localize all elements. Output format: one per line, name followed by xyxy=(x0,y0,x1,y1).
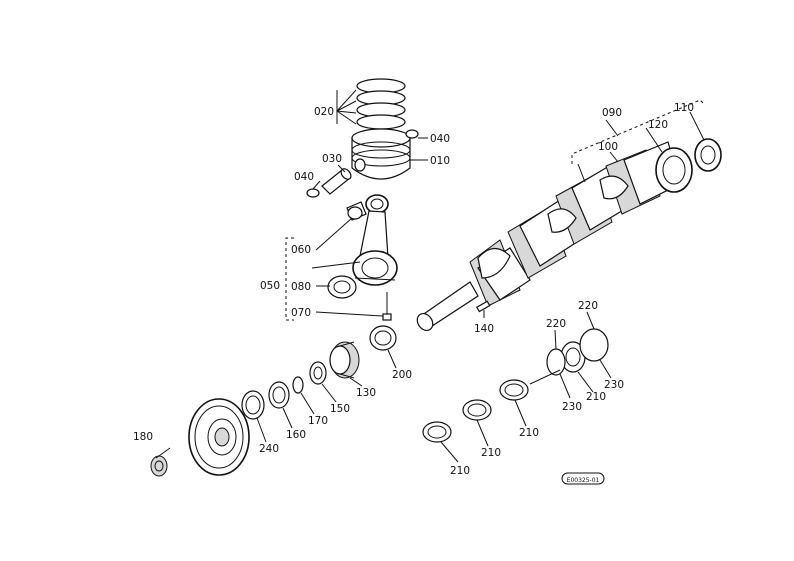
callout-220-left: 220 xyxy=(546,318,566,330)
main-bearing-2 xyxy=(462,399,492,421)
callout-230-left: 230 xyxy=(562,401,582,413)
crankshaft-key xyxy=(475,300,491,313)
pulley-nut xyxy=(150,455,168,477)
o-ring-170 xyxy=(292,376,304,394)
main-bearing-3 xyxy=(499,379,529,401)
callout-230-right: 230 xyxy=(604,379,624,391)
callout-240: 240 xyxy=(259,443,279,455)
callout-130: 130 xyxy=(356,387,376,399)
callout-090: 090 xyxy=(602,107,622,119)
oil-seal xyxy=(694,138,722,172)
connecting-rod xyxy=(352,194,398,286)
callout-200: 200 xyxy=(392,369,412,381)
callout-180: 180 xyxy=(133,431,153,443)
drawing-stamp: E00325-01 xyxy=(561,472,605,485)
main-bearing-1 xyxy=(422,421,452,443)
washer-150 xyxy=(309,361,327,385)
callout-120: 120 xyxy=(648,119,668,131)
snap-ring-left xyxy=(306,188,320,198)
callout-040-left: 040 xyxy=(294,171,314,183)
crank-pulley xyxy=(188,398,250,476)
callout-160: 160 xyxy=(286,429,306,441)
piston-pin xyxy=(321,168,352,195)
callout-070: 070 xyxy=(291,307,311,319)
callout-050: 050 xyxy=(260,280,280,292)
callout-150: 150 xyxy=(330,403,350,415)
collar-240 xyxy=(241,390,265,420)
piston-rings xyxy=(356,78,406,130)
callout-080: 080 xyxy=(291,281,311,293)
callout-140: 140 xyxy=(474,323,494,335)
callout-020: 020 xyxy=(314,106,334,118)
callout-010: 010 xyxy=(430,155,450,167)
callout-210-4: 210 xyxy=(586,391,606,403)
callout-030: 030 xyxy=(322,153,342,165)
big-end-bearing xyxy=(327,275,357,299)
callout-210-1: 210 xyxy=(450,465,470,477)
crank-gear xyxy=(329,341,360,379)
callout-060: 060 xyxy=(291,244,311,256)
snap-ring-right xyxy=(405,129,419,139)
callout-040-right: 040 xyxy=(430,133,450,145)
thrust-washer-220 xyxy=(546,348,566,376)
callout-labels: 020 040 010 030 040 060 050 080 070 090 … xyxy=(133,102,694,477)
callout-210-3: 210 xyxy=(519,427,539,439)
callout-210-2: 210 xyxy=(481,447,501,459)
collar-160 xyxy=(268,381,290,409)
crankshaft xyxy=(416,141,693,331)
leader-lines xyxy=(155,89,705,463)
callout-110: 110 xyxy=(674,102,694,114)
rod-bolt xyxy=(382,292,392,321)
callout-170: 170 xyxy=(308,415,328,427)
stamp-text: E00325-01 xyxy=(567,477,600,484)
piston xyxy=(351,128,411,180)
callout-220-right: 220 xyxy=(578,300,598,312)
bushing-200 xyxy=(369,325,397,351)
small-end-bushing xyxy=(346,201,367,221)
callout-100: 100 xyxy=(598,141,618,153)
thrust-washer-230 xyxy=(579,328,609,362)
